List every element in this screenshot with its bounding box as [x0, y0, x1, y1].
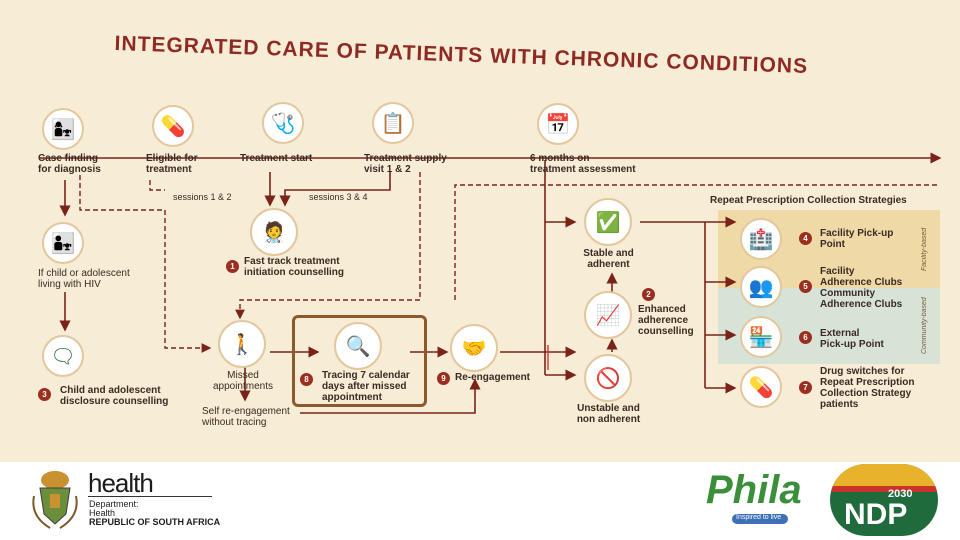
- tracing-icon: 🔍: [334, 322, 382, 370]
- facility-pickup-icon: 🏥: [740, 218, 782, 260]
- phila-tagline: Inspired to live: [736, 514, 782, 521]
- child-branch-label: If child or adolescent living with HIV: [38, 268, 130, 290]
- connector-lines: [40, 152, 942, 414]
- case-finding-icon: 👩‍👧: [42, 108, 84, 150]
- step-2-label: Enhanced adherence counselling: [638, 304, 694, 337]
- ndp-band-red: [830, 486, 938, 492]
- footer-divider: [88, 496, 212, 497]
- unstable-icon: 🚫: [584, 354, 632, 402]
- missed-icon: 🚶: [218, 320, 266, 368]
- step-assessment: 6 months on treatment assessment: [530, 153, 636, 175]
- treatment-supply-icon: 📋: [372, 102, 414, 144]
- step-5-label: Facility Adherence Clubs Community Adher…: [820, 266, 903, 310]
- step-treatment-start: Treatment start: [240, 153, 313, 164]
- step-1-number: 1: [226, 260, 239, 273]
- step-9-label: Re-engagement: [455, 372, 531, 383]
- eligible-icon: 💊: [152, 105, 194, 147]
- repeat-title: Repeat Prescription Collection Strategie…: [710, 195, 907, 206]
- unstable-label: Unstable and non adherent: [576, 403, 641, 425]
- step-7-label: Drug switches for Repeat Prescription Co…: [820, 366, 915, 410]
- dashed-to-missed-a: [79, 175, 212, 353]
- assessment-icon: 📅: [537, 103, 579, 145]
- sessions-b-label: sessions 3 & 4: [309, 192, 368, 202]
- dashed-to-missed-b: [235, 172, 421, 320]
- stable-label: Stable and adherent: [583, 248, 634, 270]
- reengagement-icon: 🤝: [450, 324, 498, 372]
- step-4-number: 4: [799, 232, 812, 245]
- footer: health Department: Health REPUBLIC OF SO…: [0, 462, 960, 540]
- coat-of-arms-logo: [32, 471, 78, 529]
- sessions-a-label: sessions 1 & 2: [173, 192, 232, 202]
- phila-tag-bar: [732, 514, 788, 524]
- tracing-highlight-box: [292, 315, 427, 407]
- step-9-number: 9: [437, 372, 450, 385]
- dept-line-3: REPUBLIC OF SOUTH AFRICA: [89, 517, 221, 527]
- dept-line-1: Department:: [89, 499, 139, 509]
- step-3-label: Child and adolescent disclosure counsell…: [60, 385, 169, 407]
- phila-wordmark: Phila: [706, 468, 802, 512]
- treatment-start-icon: 🩺: [262, 102, 304, 144]
- disclosure-icon: 🗨: [42, 335, 84, 377]
- stable-icon: ✅: [584, 198, 632, 246]
- step-4-label: Facility Pick-up Point: [820, 228, 894, 250]
- step-6-number: 6: [799, 331, 812, 344]
- self-reengage-label: Self re-engagement without tracing: [202, 406, 290, 428]
- dashed-small: [149, 180, 165, 191]
- step-7-number: 7: [799, 381, 812, 394]
- child-icon: 👨‍👧: [42, 222, 84, 264]
- step-1-label: Fast track treatment initiation counsell…: [244, 256, 344, 278]
- step-6-label: External Pick-up Point: [820, 328, 884, 350]
- step-case-finding: Case finding for diagnosis: [38, 153, 101, 175]
- counselling-icon: 🧑‍⚕️: [250, 208, 298, 256]
- ndp-logo: 2030 NDP: [830, 464, 938, 536]
- dashed-top-loop: [454, 184, 940, 300]
- ndp-wordmark: NDP: [844, 498, 908, 531]
- eac-icon: 📈: [584, 291, 632, 339]
- dept-line-2: Health: [89, 508, 116, 518]
- external-pickup-icon: 🏪: [740, 316, 782, 358]
- arrow-self-to-reengage: [300, 378, 481, 414]
- step-treatment-supply: Treatment supply visit 1 & 2: [364, 153, 447, 175]
- step-3-number: 3: [38, 388, 51, 401]
- step-8-label: Tracing 7 calendar days after missed app…: [322, 370, 410, 403]
- phila-logo: Phila Inspired to live: [702, 468, 814, 530]
- step-eligible: Eligible for treatment: [146, 153, 198, 175]
- step-5-number: 5: [799, 280, 812, 293]
- drug-switch-icon: 💊: [740, 366, 782, 408]
- missed-label: Missed appointments: [212, 370, 274, 392]
- step-2-number: 2: [642, 288, 655, 301]
- arrow-sessions-b: [279, 172, 391, 207]
- step-8-number: 8: [300, 373, 313, 386]
- adherence-club-icon: 👥: [740, 266, 782, 308]
- ndp-band-yellow: [830, 464, 938, 486]
- ndp-year: 2030: [888, 488, 913, 500]
- health-wordmark: health: [88, 468, 154, 498]
